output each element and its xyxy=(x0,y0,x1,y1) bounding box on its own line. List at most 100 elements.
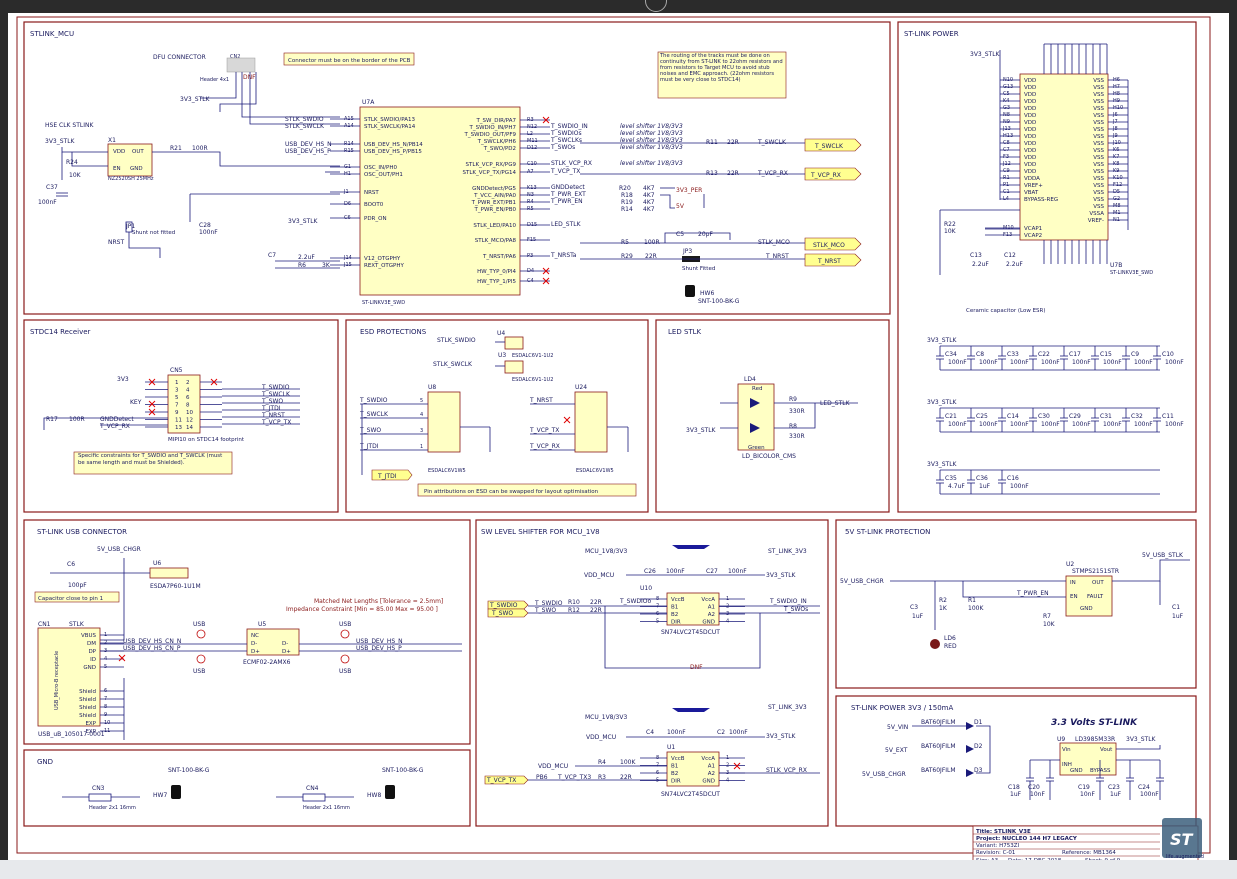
p3v3-cap-value: 100nF xyxy=(1140,791,1159,798)
sh-vdd-1: VDD_MCU xyxy=(584,572,614,579)
u7b-vss-name: VSS xyxy=(1093,120,1104,126)
cap-label: C8 xyxy=(976,351,984,358)
u7b-vss-name: VSS xyxy=(1093,134,1104,140)
shifter-pin-name: B2 xyxy=(671,612,678,618)
u7a-net-label: T_SWCLKs xyxy=(550,137,582,144)
jp3-label: JP3 xyxy=(682,248,692,255)
sh-net-swdio: T_SWDIO xyxy=(534,600,563,607)
u8-body xyxy=(427,391,461,453)
c12-value: 2.2uF xyxy=(1006,261,1023,268)
no-connect-mark xyxy=(542,116,550,124)
u7b-label: U7B xyxy=(1110,262,1122,269)
c3-value: 1uF xyxy=(912,613,924,620)
esd-right-net: T_VCP_TX xyxy=(529,427,559,434)
c13-label: C13 xyxy=(970,252,982,259)
p3v3-cap-value: 1uF xyxy=(1110,791,1122,798)
u7b-body xyxy=(1019,73,1109,241)
stdc-net-label: T_NRST xyxy=(261,412,285,419)
net-usb-cn-n: USB_DEV_HS_CN_N xyxy=(123,638,181,645)
sh-pb6: PB6 xyxy=(536,774,548,781)
title-stdc14: STDC14 Receiver xyxy=(30,328,91,336)
c37-label: C37 xyxy=(46,184,58,191)
u5-part: ECMF02-2AMX6 xyxy=(243,659,291,666)
tb-reference: Reference: MB1364 xyxy=(1062,850,1116,856)
cap-value: 100nF xyxy=(1041,421,1060,428)
c1-value: 1uF xyxy=(1172,613,1184,620)
no-connect-mark xyxy=(148,408,156,416)
u7a-pin-name: PDR_ON xyxy=(364,216,387,222)
u7a-label: U7A xyxy=(362,99,375,106)
u7a-pin-name: T_PWR_EXT/PB1 xyxy=(471,200,516,206)
cn1-pin-name: DM xyxy=(87,641,96,647)
cn2-3v3: 3V3_STLK xyxy=(180,96,211,103)
flag-t-vcp-rx-text: T_VCP_RX xyxy=(810,172,841,179)
title-protection: 5V ST-LINK PROTECTION xyxy=(845,528,930,536)
shifter-pin-name: DIR xyxy=(671,779,681,785)
cn2-connector xyxy=(226,57,256,73)
tp-usb-3: USB xyxy=(339,621,351,628)
tb-title: Title: STLINK_V3E xyxy=(976,829,1031,835)
u9-gnd: GND xyxy=(1070,768,1083,774)
cn5-pin-num: 3 xyxy=(175,388,179,394)
r19-label: R19 xyxy=(621,199,633,206)
hw6-label: HW6 xyxy=(700,290,714,297)
u6-label: U6 xyxy=(153,560,161,567)
note-routing-fo: The routing of the tracks must be done o… xyxy=(660,53,783,83)
u6-part: ESDA7P60-1U1M xyxy=(150,583,201,590)
title-stlink-power: ST-LINK POWER xyxy=(904,30,959,38)
tb-variant: Variant: H753ZI xyxy=(976,843,1020,849)
wire-jp1 xyxy=(128,232,161,258)
no-connect-mark xyxy=(542,277,550,285)
wire-x1-en xyxy=(71,152,108,167)
tp-usb-4: USB xyxy=(339,668,351,675)
u5-label: U5 xyxy=(258,621,266,628)
cn1-pin-name: GND xyxy=(83,665,96,671)
u7b-vss-name: VSS xyxy=(1093,141,1104,147)
cap-value: 100nF xyxy=(1103,359,1122,366)
no-connect-mark xyxy=(148,378,156,386)
cap-value: 100nF xyxy=(979,421,998,428)
cn5-pin-num: 7 xyxy=(175,403,179,409)
cn2-dnf: DNF xyxy=(243,74,256,81)
cap-label: C14 xyxy=(1007,413,1019,420)
u7a-pin-name: V12_OTGPHY xyxy=(364,256,401,262)
r4-value: 100K xyxy=(620,759,636,766)
u7b-vss-name: VSS xyxy=(1093,155,1104,161)
cn1-part: USB_uB_105017-0001 xyxy=(38,731,105,738)
shifter-pin-name: A2 xyxy=(708,612,715,618)
shifter-pin-name: A1 xyxy=(708,764,715,770)
d1-part: BAT60JFILM xyxy=(921,719,956,726)
c4-value: 100nF xyxy=(667,729,686,736)
u7b-vdd-name: VDDA xyxy=(1024,176,1040,182)
r13-value: 22R xyxy=(727,170,739,177)
r29-label: R29 xyxy=(621,253,633,260)
u7b-vdd-name: VBAT xyxy=(1024,190,1039,196)
cap-label: C36 xyxy=(976,475,988,482)
cn5-part: MIPI10 on STDC14 footprint xyxy=(168,437,245,443)
panel-stlink-mcu xyxy=(23,21,891,315)
net-t-nrst: T_NRST xyxy=(765,253,789,260)
flag-t-vcp-rx xyxy=(804,167,862,181)
usb-5v: 5V_USB_CHGR xyxy=(97,546,141,553)
no-connect-mark xyxy=(542,267,550,275)
u7a-pin-name: REXT_OTGPHY xyxy=(364,263,404,269)
sh-link-2: ST_LINK_3V3 xyxy=(768,704,807,711)
wire-x1-vdd xyxy=(61,147,108,153)
flag-t-swo xyxy=(487,608,529,618)
in-5v-ext: 5V_EXT xyxy=(885,747,908,754)
u7b-vss-name: VSS xyxy=(1093,176,1104,182)
net-usb-hs-p: USB_DEV_HS_P xyxy=(356,645,402,652)
u24-label: U24 xyxy=(575,384,587,391)
u7a-net-label: T_VCP_TX xyxy=(550,168,580,175)
x1-vdd: VDD xyxy=(113,149,125,155)
u7b-vdd-name: BYPASS-REG xyxy=(1024,197,1058,203)
in-5v-usb: 5V_USB_CHGR xyxy=(862,771,906,778)
c3-label: C3 xyxy=(910,604,918,611)
ld4-label: LD4 xyxy=(744,376,756,383)
net-3v3-per: 3V3_PER xyxy=(676,187,702,194)
flag-t-swdio xyxy=(487,600,529,610)
shifter-pin-name: VccA xyxy=(701,756,715,762)
tp-usb-1: USB xyxy=(193,621,205,628)
